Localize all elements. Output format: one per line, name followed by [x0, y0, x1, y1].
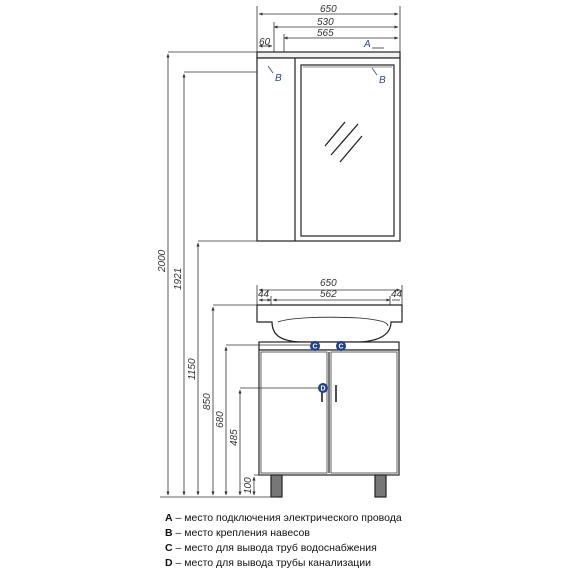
- legend: A – место подключения электрического про…: [165, 511, 402, 571]
- svg-text:C: C: [313, 344, 318, 351]
- legend-item-b: B – место крепления навесов: [165, 527, 310, 539]
- dim-height-1150: 1150: [187, 358, 198, 380]
- mirror-cabinet: [256, 51, 401, 242]
- dim-sink-bowl: 562: [320, 289, 337, 300]
- legend-item-d: D – место для вывода трубы канализации: [165, 557, 372, 569]
- svg-text:C: C: [339, 344, 344, 351]
- vanity-unit: [256, 304, 403, 498]
- svg-text:B: B: [275, 73, 282, 84]
- marker-c-left: C: [310, 341, 320, 351]
- dim-top-door: 565: [317, 28, 334, 39]
- sink-dimensions: [256, 285, 403, 305]
- dim-height-680: 680: [215, 411, 226, 428]
- dim-height-485: 485: [229, 429, 240, 446]
- mirror-reflection-lines: [324, 121, 363, 163]
- dim-top-inner: 530: [317, 17, 334, 28]
- hinge-mark-right: B: [371, 67, 386, 86]
- dim-height-100: 100: [243, 477, 254, 494]
- dim-sink-left: 44: [258, 289, 270, 300]
- dim-sink-right: 44: [391, 289, 403, 300]
- dim-height-2000: 2000: [157, 249, 168, 273]
- dim-height-850: 850: [202, 393, 213, 410]
- hinge-mark-left: B: [267, 65, 282, 84]
- marker-d: D: [318, 383, 328, 393]
- dim-top-overall: 650: [320, 4, 337, 15]
- height-dimension-lines: [160, 51, 318, 498]
- mark-a: A: [363, 39, 371, 50]
- legend-item-a: A – место подключения электрического про…: [165, 512, 402, 524]
- svg-text:D: D: [321, 386, 326, 393]
- dim-top-shelf: 60: [259, 37, 271, 48]
- svg-text:B: B: [379, 75, 386, 86]
- top-dimensions: [256, 6, 401, 52]
- legend-item-c: C – место для вывода труб водоснабжения: [165, 542, 377, 554]
- dim-height-1921: 1921: [173, 268, 184, 290]
- dim-sink-overall: 650: [320, 278, 337, 289]
- marker-c-right: C: [336, 341, 346, 351]
